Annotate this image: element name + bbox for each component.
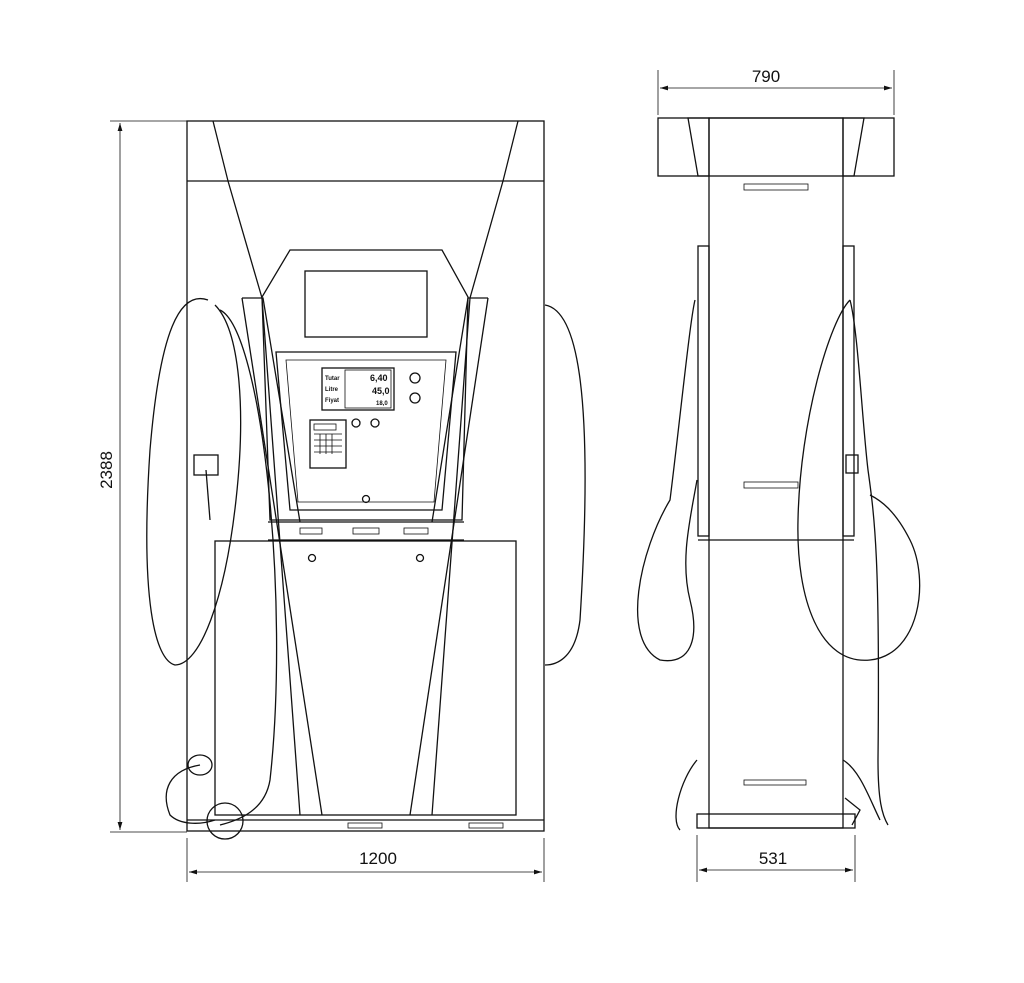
side-hose-right [797,299,921,661]
key-icon [409,392,421,404]
front-view: Tutar Litre Fiyat 6,40 45,0 18,0 [146,120,586,840]
side-base-width-dimension: 531 [759,849,787,868]
label-litre: Litre [325,387,339,393]
nozzle [206,802,244,840]
value-tutar: 6,40 [370,373,388,383]
value-fiyat: 18,0 [376,401,388,407]
hose-left [146,297,242,666]
hose-right [544,304,586,666]
front-dimensions: 2388 1200 [97,120,545,882]
screen [304,270,428,338]
height-dimension: 2388 [97,451,116,489]
keypad [309,419,347,469]
side-top-width-dimension: 790 [752,67,780,86]
label-tutar: Tutar [325,376,340,382]
value-litre: 45,0 [372,386,390,396]
side-dimensions: 790 531 [657,67,895,882]
label-fiyat: Fiyat [325,398,339,404]
display-housing [261,249,469,521]
side-hose-left [637,299,698,662]
control-panel [275,351,457,511]
front-width-dimension: 1200 [359,849,397,868]
button-icon [409,372,421,384]
price-display [321,367,395,411]
lower-door [214,540,517,816]
side-view [637,117,921,831]
